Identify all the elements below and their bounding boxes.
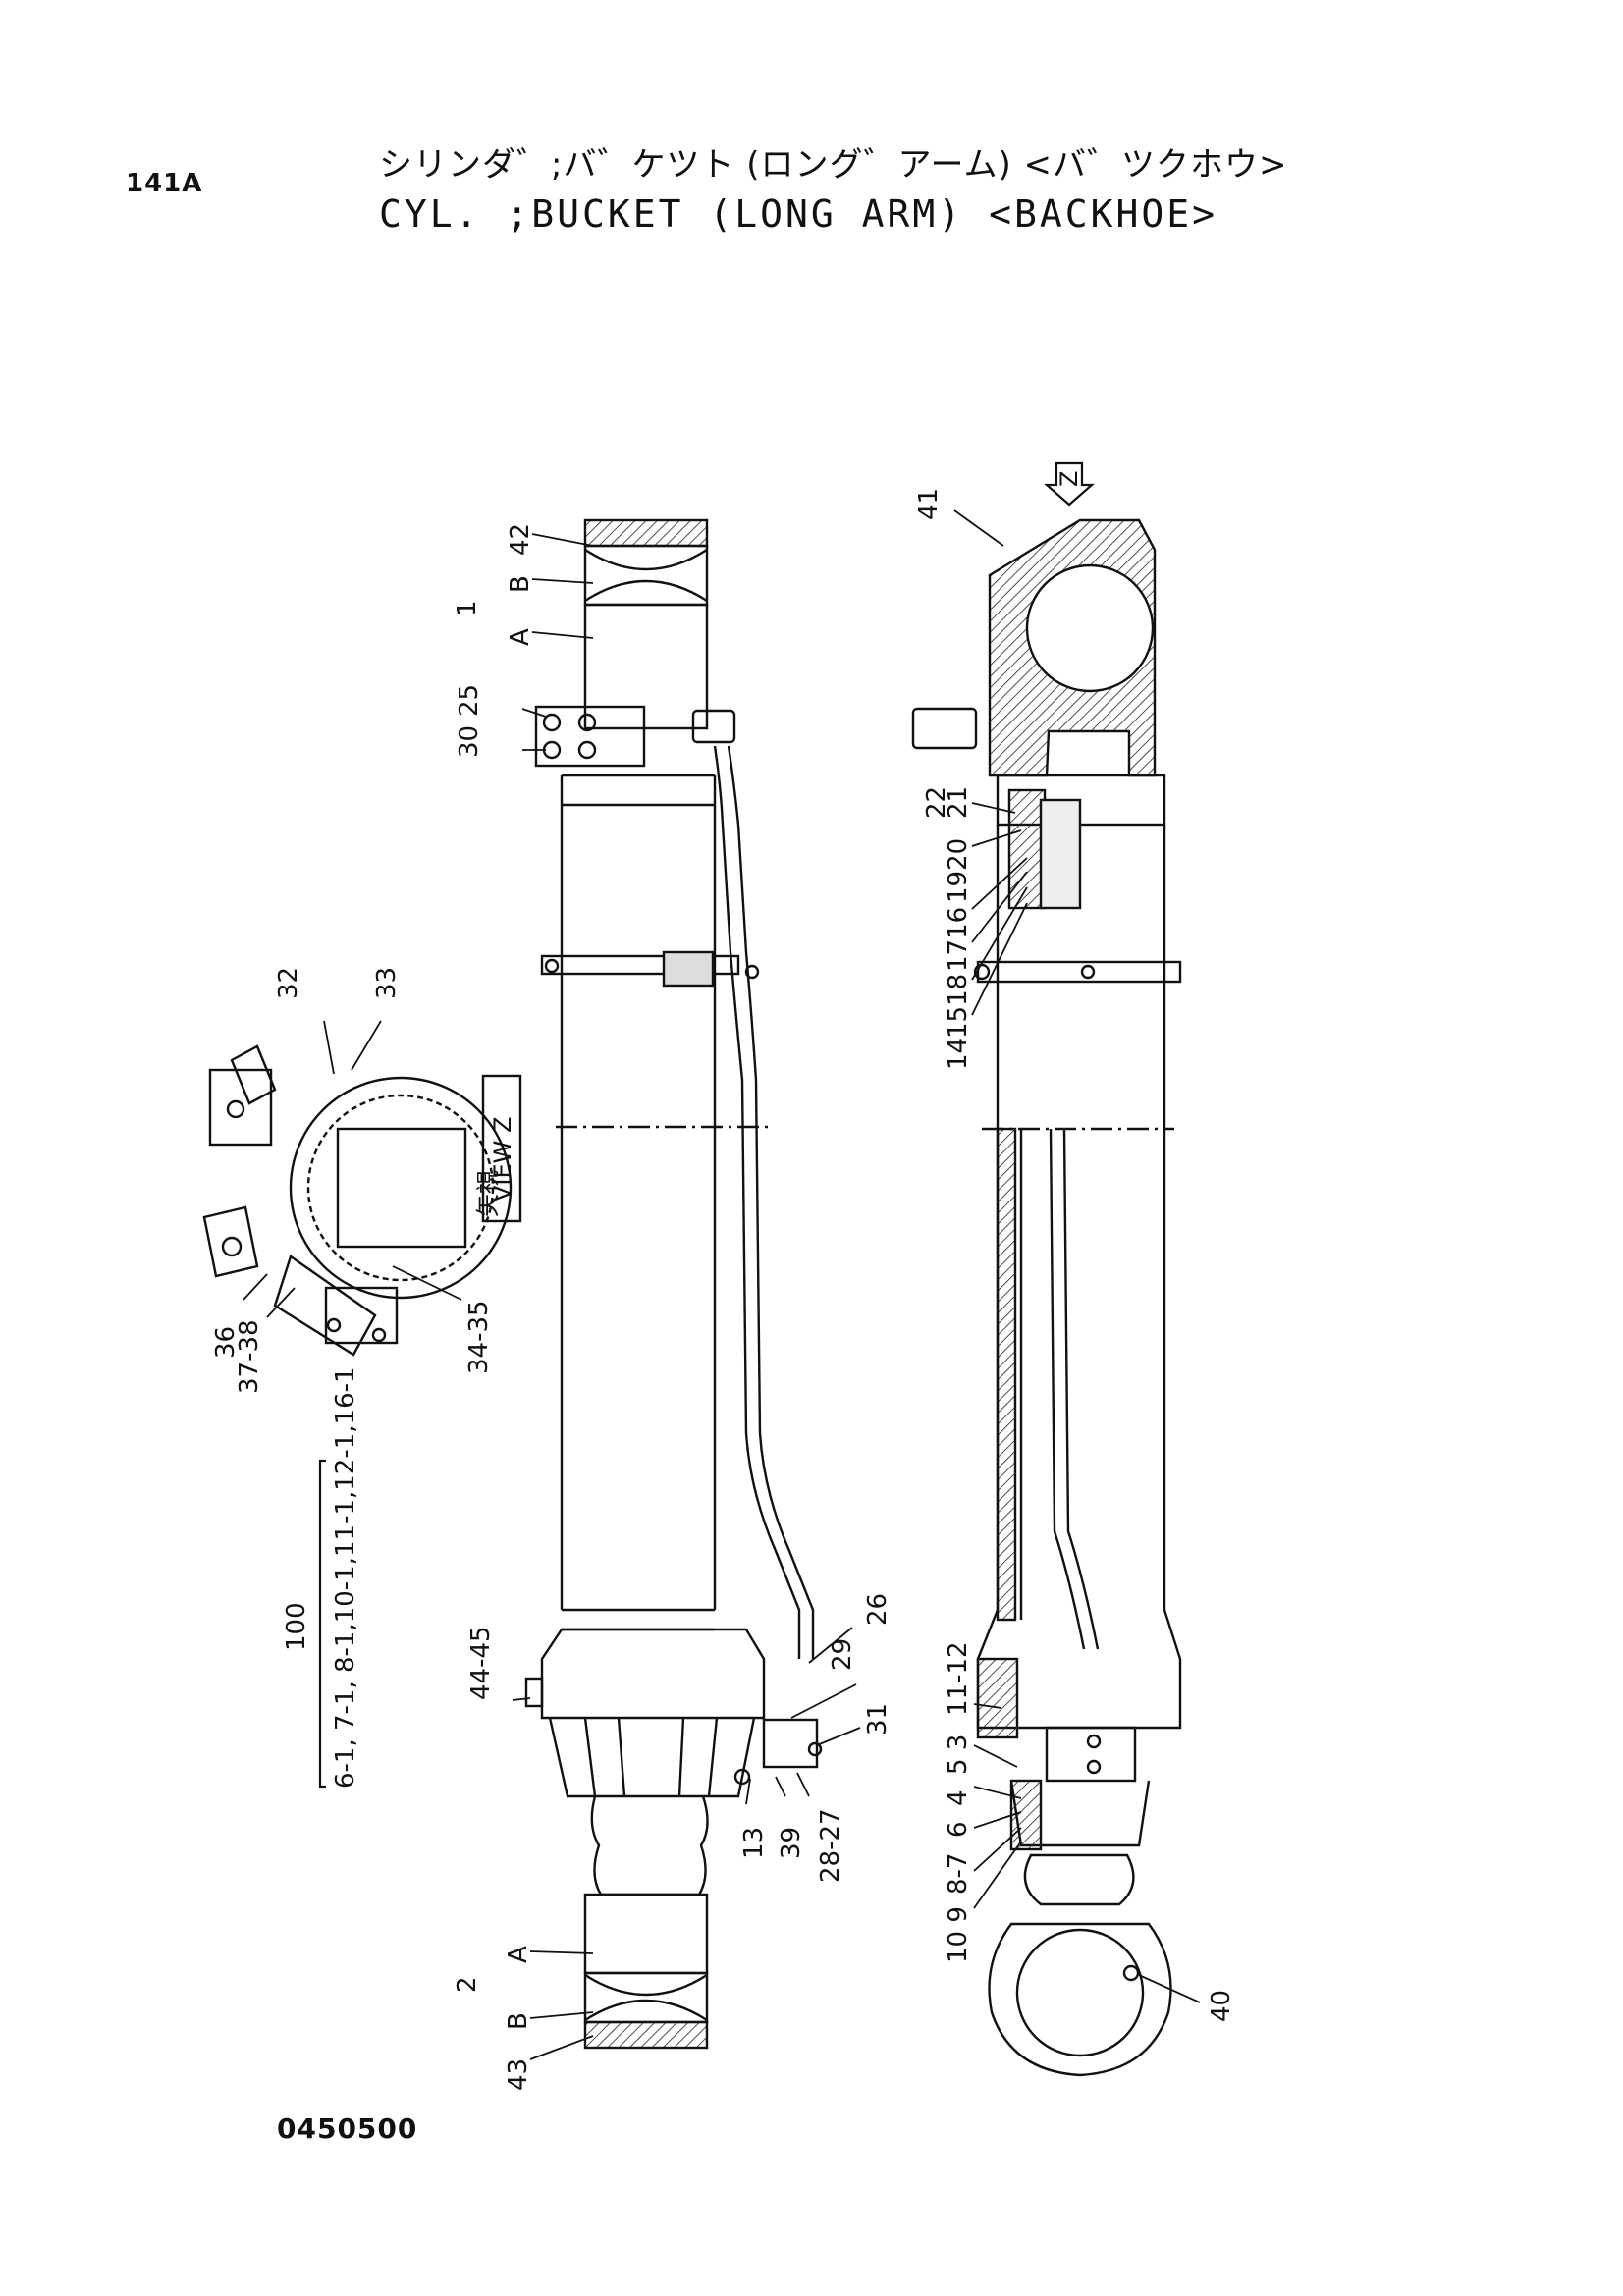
callout-33: 33 <box>372 967 402 999</box>
title-english: CYL. ;BUCKET (LONG ARM) <BACKHOE> <box>379 192 1217 236</box>
callout-43: 43 <box>504 2058 533 2091</box>
callout-30: 30 <box>455 725 484 758</box>
callout-34-35: 34-35 <box>464 1300 494 1374</box>
callout-17-16: 1716 <box>944 907 973 972</box>
assembly-number: 100 <box>282 1602 311 1651</box>
callout-42: 42 <box>506 523 535 556</box>
callout-8-7: 8-7 <box>944 1853 973 1895</box>
callout-28-27: 28-27 <box>816 1808 845 1883</box>
callout-41: 41 <box>914 488 944 520</box>
callout-14: 14 <box>944 1038 973 1070</box>
drawing-number: 0450500 <box>277 2112 418 2145</box>
port-block <box>762 1718 819 1769</box>
page-number: 141A <box>126 169 203 198</box>
callout-1: 1 <box>453 600 482 616</box>
callout-a-bottom: A <box>504 1946 533 1963</box>
callout-a-top: A <box>506 628 535 646</box>
callout-25: 25 <box>455 684 484 717</box>
callout-37-38: 37-38 <box>235 1319 264 1394</box>
callout-2: 2 <box>453 1976 482 1993</box>
callout-39: 39 <box>777 1827 806 1859</box>
pin-bush <box>583 603 709 730</box>
callout-44-45: 44-45 <box>466 1626 496 1700</box>
callout-b-bottom: B <box>504 2012 533 2030</box>
callout-10-9: 10 9 <box>944 1906 973 1963</box>
callout-36: 36 <box>211 1326 241 1359</box>
view-z-box-jp: 矢視 <box>474 1170 502 1217</box>
cylinder-external-view <box>524 518 823 2050</box>
callout-5-3: 5 3 <box>944 1735 973 1775</box>
view-z-arrow-label: Z <box>1055 471 1083 487</box>
view-z-box-text: VIEW Z <box>489 1117 516 1201</box>
callout-31: 31 <box>863 1703 893 1735</box>
callout-29: 29 <box>828 1638 857 1671</box>
view-z-detail <box>202 1044 513 1357</box>
pipe-clamp-bracket <box>534 705 646 768</box>
callout-26: 26 <box>863 1593 893 1626</box>
callout-32: 32 <box>274 967 303 999</box>
view-z-arrow: Z <box>1044 461 1095 507</box>
leader-lines <box>243 509 1201 2060</box>
rod-end-bush-hatched <box>583 518 709 548</box>
callout-15-18: 1518 <box>944 974 973 1039</box>
callout-b-top: B <box>506 575 535 593</box>
callout-13: 13 <box>739 1827 769 1859</box>
view-z-box: VIEW Z 矢視 <box>474 1074 522 1223</box>
callout-19-20: 1920 <box>944 838 973 903</box>
assembly-parts: 6-1, 7-1, 8-1,10-1,11-1,12-1,16-1 <box>331 1366 360 1789</box>
callout-22: 22 <box>922 786 951 819</box>
cylinder-sectional-view <box>911 518 1182 2077</box>
callout-4: 4 <box>944 1789 973 1806</box>
bottom-bush-hatched <box>583 2020 709 2050</box>
callout-40: 40 <box>1207 1990 1236 2022</box>
callout-labels: 42 1 B A 30 25 2 A B 43 44-45 26 29 31 1… <box>211 488 1236 2091</box>
title-japanese: シリンダ゛;バ゛ケツト (ロング゛アーム) <バ゛ツクホウ> <box>379 145 1288 185</box>
assembly-note: 100 6-1, 7-1, 8-1,10-1,11-1,12-1,16-1 <box>282 1366 360 1789</box>
callout-21: 21 <box>944 786 973 819</box>
callout-6: 6 <box>944 1821 973 1838</box>
callout-11-12: 11-12 <box>944 1641 973 1716</box>
